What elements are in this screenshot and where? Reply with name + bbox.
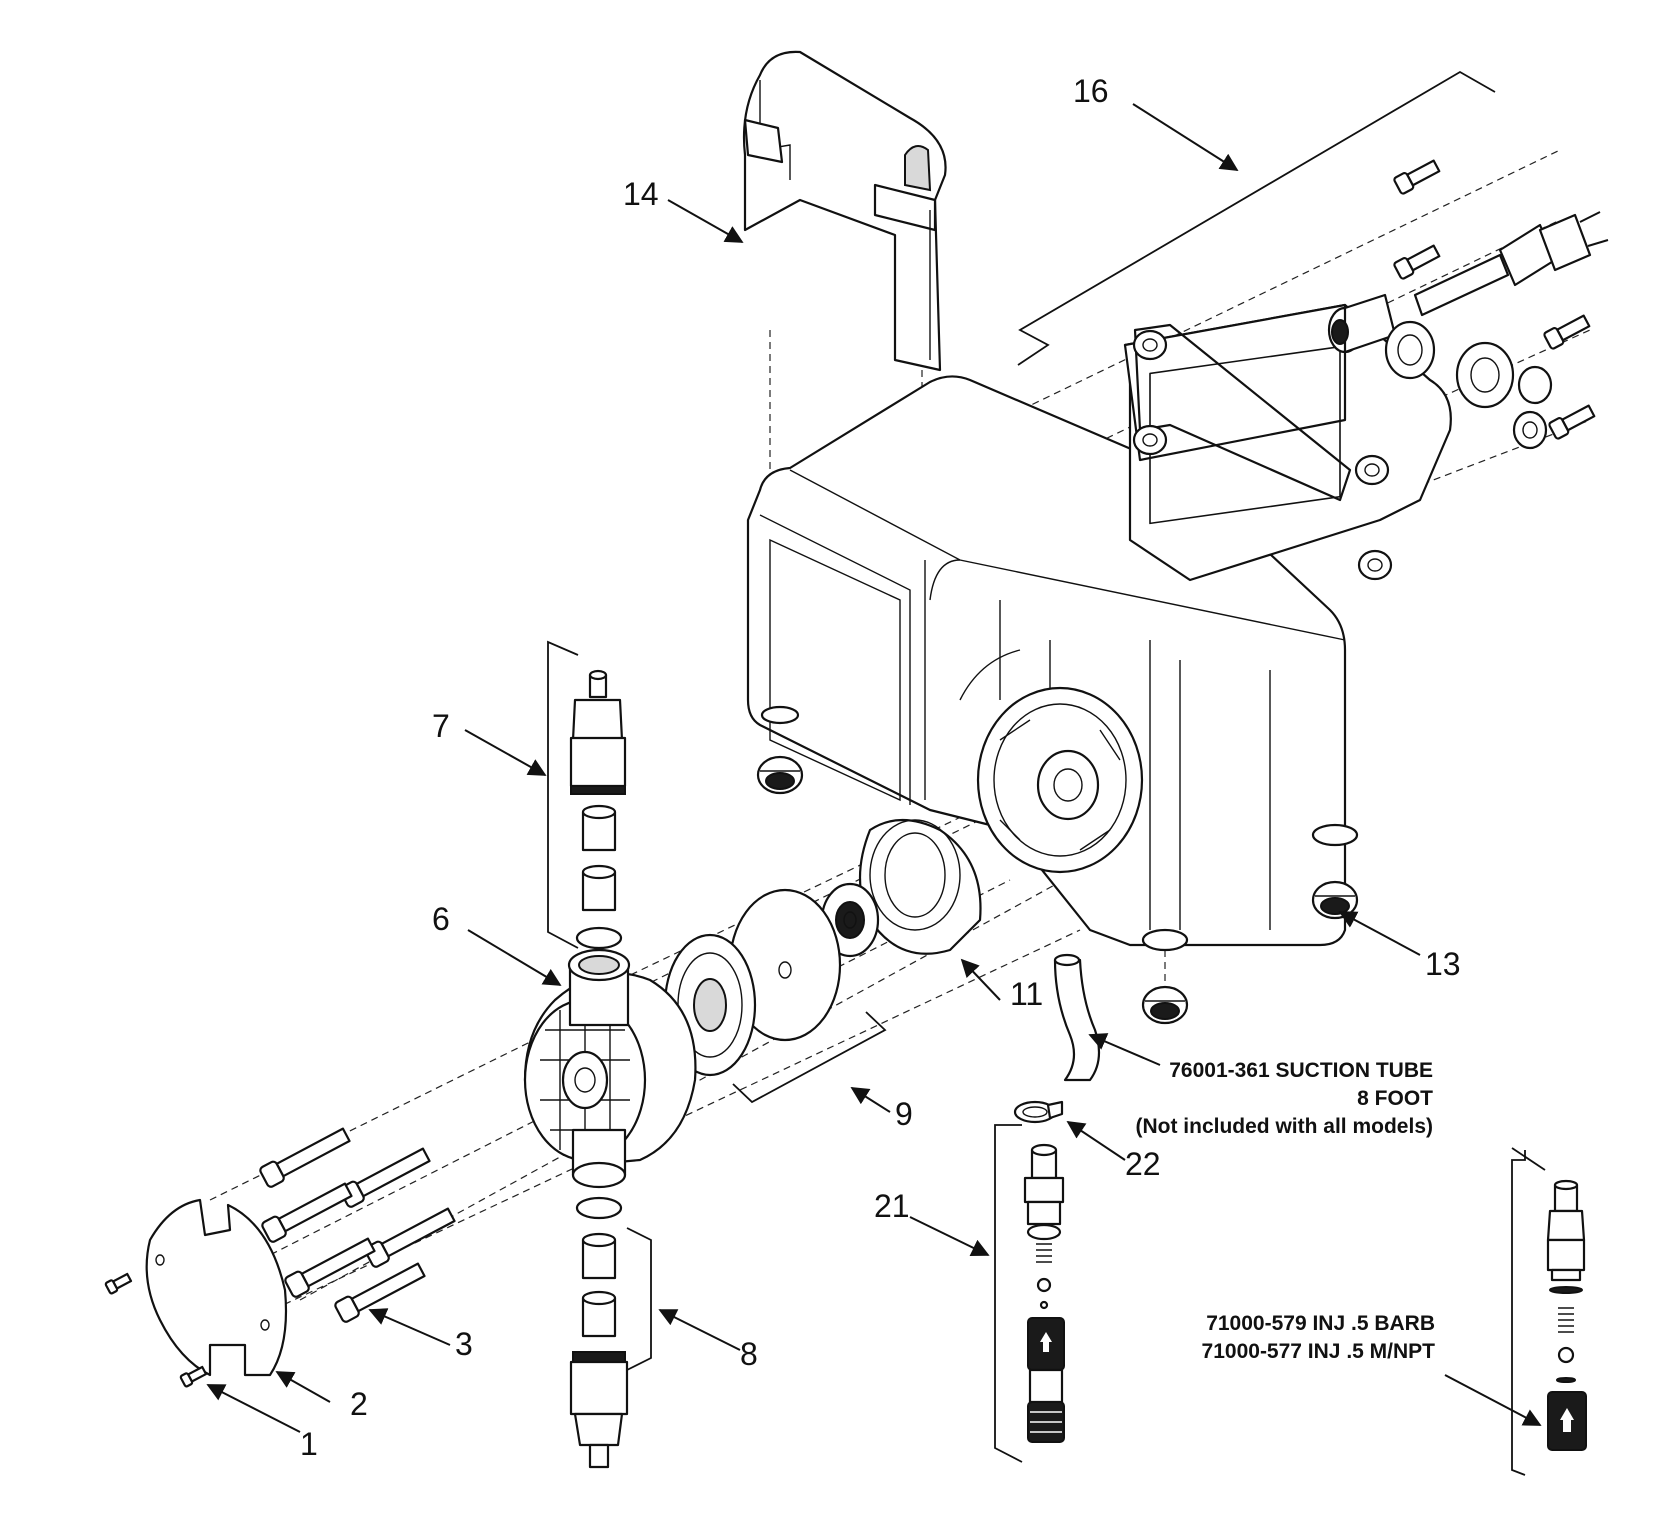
suction-tube-note-line1: 76001-361 SUCTION TUBE bbox=[1169, 1059, 1433, 1082]
housing-pump-mount bbox=[976, 686, 1144, 874]
injector-note-line1: 71000-579 INJ .5 BARB bbox=[1206, 1312, 1435, 1335]
part-16-rear-cover bbox=[1123, 303, 1452, 582]
part-1-screws bbox=[104, 1272, 208, 1388]
part-7-discharge-valve bbox=[569, 669, 627, 950]
part-21-foot-valve bbox=[1023, 1143, 1065, 1443]
suction-tube-note-line3: (Not included with all models) bbox=[1135, 1115, 1433, 1138]
part-8-suction-valve bbox=[569, 1196, 629, 1469]
rear-cover-screws bbox=[1393, 159, 1596, 440]
part-6-pump-head bbox=[523, 948, 697, 1189]
callout-21: 21 bbox=[874, 1188, 910, 1224]
part-3-bolts bbox=[259, 1127, 456, 1323]
part-2-cover-plate bbox=[145, 1198, 288, 1377]
callout-13: 13 bbox=[1425, 946, 1461, 982]
part-13-feet bbox=[756, 705, 1359, 1025]
suction-tube-note: 76001-361 SUCTION TUBE 8 FOOT (Not inclu… bbox=[1135, 1059, 1433, 1138]
suction-tube-note-line2: 8 FOOT bbox=[1357, 1087, 1433, 1110]
injector-note: 71000-579 INJ .5 BARB 71000-577 INJ .5 M… bbox=[1202, 1312, 1436, 1363]
part-22-clamp bbox=[1013, 1100, 1064, 1124]
callout-22: 22 bbox=[1125, 1146, 1161, 1182]
part-14-front-cover bbox=[742, 50, 947, 372]
injector-assembly bbox=[1546, 1179, 1587, 1451]
callout-3: 3 bbox=[455, 1326, 473, 1362]
leader-arrows bbox=[206, 103, 1542, 1433]
callout-7: 7 bbox=[432, 708, 450, 744]
power-cord-assembly bbox=[1327, 211, 1609, 450]
callout-14: 14 bbox=[623, 176, 659, 212]
callout-2: 2 bbox=[350, 1386, 368, 1422]
brackets bbox=[547, 70, 1546, 1476]
injector-note-line2: 71000-577 INJ .5 M/NPT bbox=[1202, 1340, 1436, 1363]
part-11-ring bbox=[858, 819, 982, 955]
callout-16: 16 bbox=[1073, 73, 1109, 109]
callout-1: 1 bbox=[300, 1426, 318, 1462]
callout-6: 6 bbox=[432, 901, 450, 937]
callout-11: 11 bbox=[1010, 976, 1043, 1012]
callout-9: 9 bbox=[895, 1096, 913, 1132]
callout-labels: 14 16 7 6 11 13 9 22 21 8 3 2 1 bbox=[300, 73, 1461, 1462]
suction-tube bbox=[1053, 953, 1101, 1082]
callout-8: 8 bbox=[740, 1336, 758, 1372]
